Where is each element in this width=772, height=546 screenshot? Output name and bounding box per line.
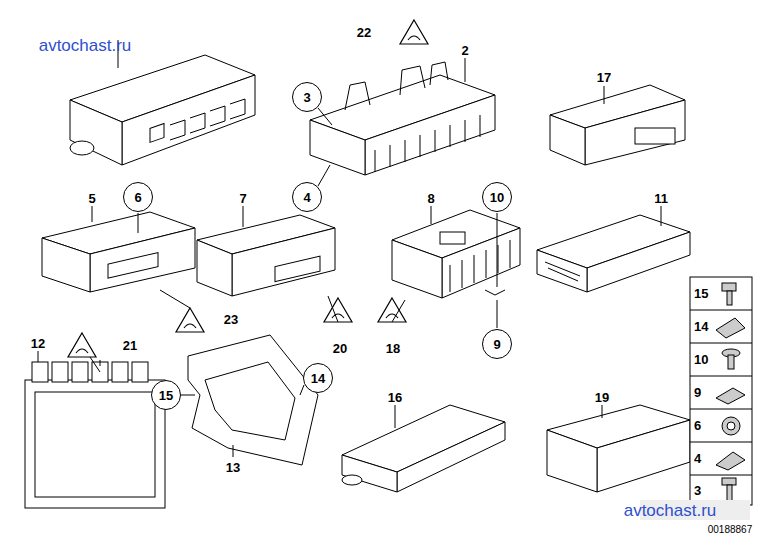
watermark: avtochast.ru (37, 36, 134, 55)
hardware-cell: 14 (690, 310, 720, 343)
callout-number: 9 (493, 338, 500, 351)
callout-circle: 4 (292, 182, 322, 212)
watermark: avtochast.ru (622, 501, 719, 520)
hardware-cell: 9 (690, 376, 720, 409)
callout-number: 16 (386, 390, 404, 405)
callout-number: 6 (134, 191, 141, 204)
hardware-cell: 15 (690, 277, 720, 310)
diagram-code: 00188867 (706, 524, 755, 536)
callout-number: 2 (459, 43, 470, 58)
callout-circle: 6 (123, 182, 153, 212)
callout-circle: 14 (303, 363, 333, 393)
callout-number: 12 (29, 336, 47, 351)
callout-number: 9 (694, 386, 701, 399)
callout-number: 11 (652, 191, 670, 206)
hardware-cell: 4 (690, 442, 720, 475)
callout-number: 8 (425, 191, 436, 206)
callout-circle: 10 (482, 182, 512, 212)
callout-number: 6 (694, 419, 701, 432)
hardware-cell: 3 (690, 475, 720, 505)
callout-number: 3 (303, 91, 310, 104)
callout-number: 14 (694, 320, 708, 333)
callout-number: 10 (694, 353, 708, 366)
callout-number: 10 (490, 191, 504, 204)
callout-circle: 15 (151, 380, 181, 410)
callout-number: 4 (303, 191, 310, 204)
callout-number: 20 (331, 341, 349, 356)
callout-number: 7 (237, 191, 248, 206)
callout-number: 14 (311, 372, 325, 385)
hardware-cell: 10 (690, 343, 720, 376)
callout-circle: 3 (292, 82, 322, 112)
callout-number: 22 (355, 25, 373, 40)
callout-circle: 9 (482, 329, 512, 359)
callout-number: 17 (595, 70, 613, 85)
callout-number: 19 (593, 390, 611, 405)
callout-number: 23 (222, 312, 240, 327)
callout-number: 13 (224, 460, 242, 475)
callout-number: 5 (86, 191, 97, 206)
hardware-cell: 6 (690, 409, 720, 442)
callout-number: 15 (694, 287, 708, 300)
callout-number: 4 (694, 452, 701, 465)
callout-number: 3 (694, 484, 701, 497)
callout-number: 18 (384, 341, 402, 356)
callout-number: 21 (121, 338, 139, 353)
callout-number: 15 (159, 389, 173, 402)
